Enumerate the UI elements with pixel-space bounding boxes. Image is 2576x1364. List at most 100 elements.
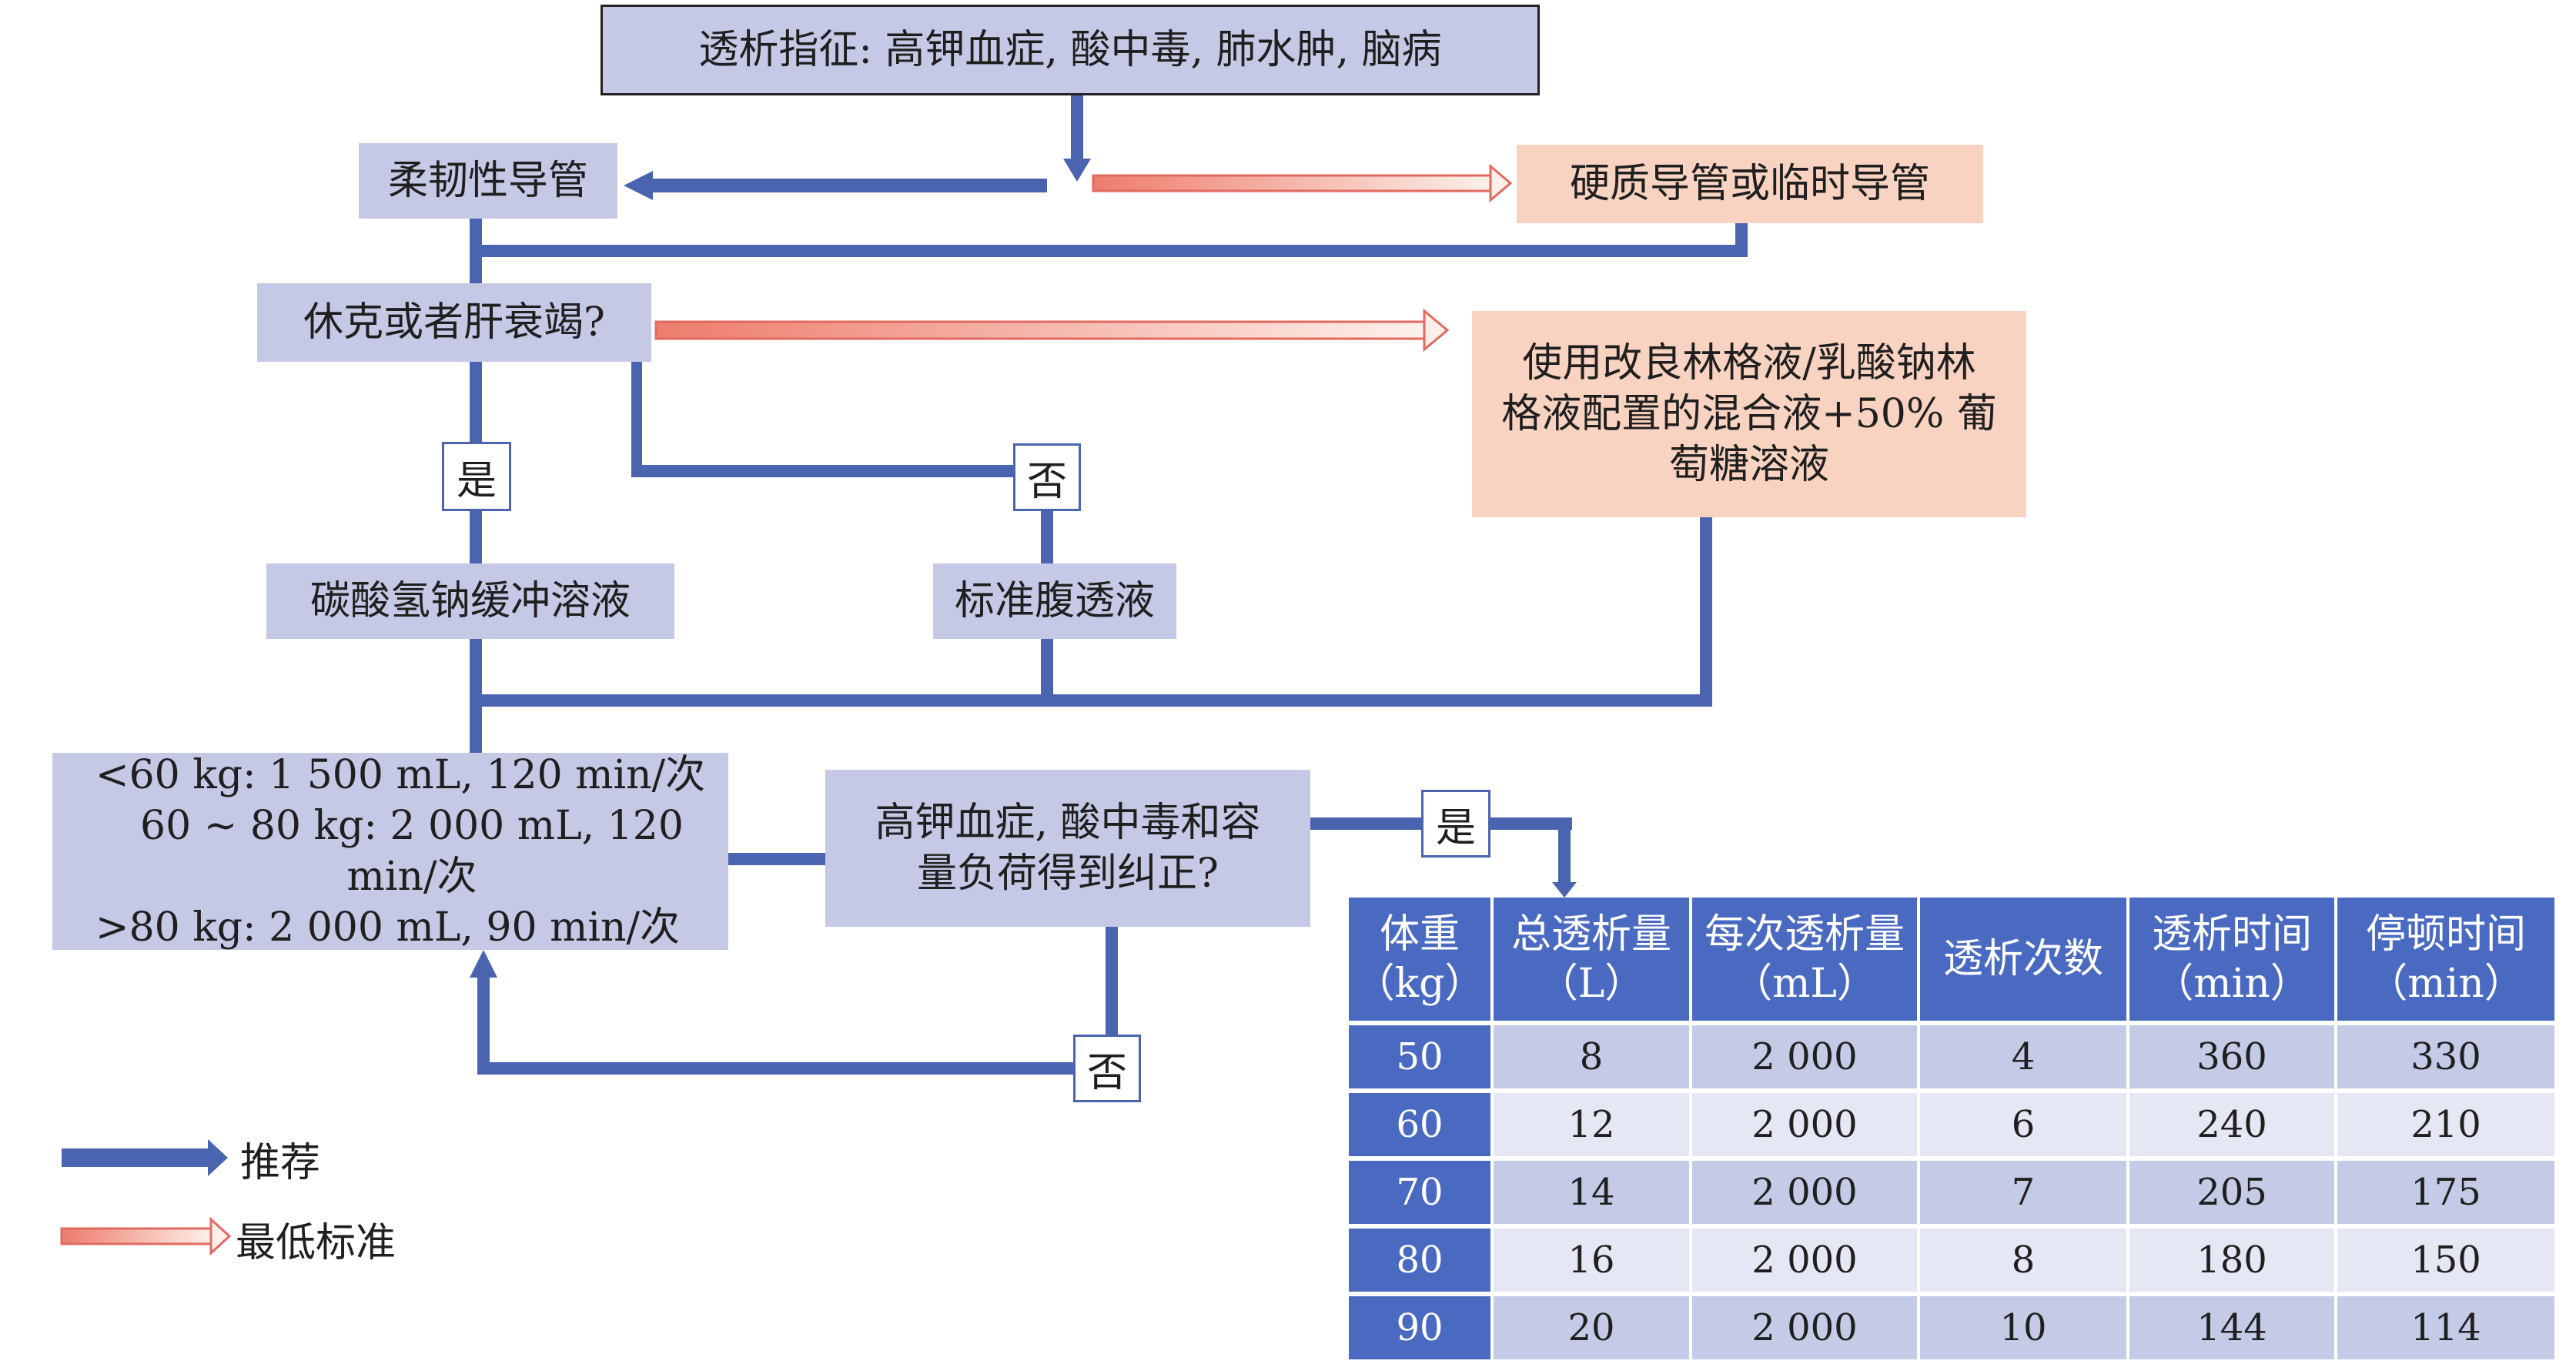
cell-dwell-time: 144 xyxy=(2128,1294,2337,1364)
catheter-merge-line xyxy=(470,245,1748,257)
dosing-question-line xyxy=(728,853,825,865)
shock-question-text: 休克或者肝衰竭? xyxy=(303,299,605,346)
corrected-no-label: 否 xyxy=(1073,1035,1141,1102)
dosing-line-1: <60 kg: 1 500 mL, 120 min/次 xyxy=(95,752,706,798)
rigid-catheter-box: 硬质导管或临时导管 xyxy=(1517,145,1983,223)
table-arrow-line xyxy=(1558,817,1571,888)
question-no-horizontal xyxy=(477,1062,1118,1075)
shock-yes-text: 是 xyxy=(456,457,497,504)
dialysis-table: 体重（kg） 总透析量（L） 每次透析量（mL） 透析次数 透析时间（min） … xyxy=(1349,898,2558,1364)
cell-volume-per-exchange: 2 000 xyxy=(1691,1023,1920,1093)
cell-volume-per-exchange: 2 000 xyxy=(1691,1158,1920,1229)
cell-pause-time: 330 xyxy=(2336,1023,2558,1093)
header-volume-per-exchange: 每次透析量（mL） xyxy=(1691,898,1920,1025)
header-pause-time: 停顿时间（min） xyxy=(2336,898,2558,1025)
merge-to-dosing-line xyxy=(470,694,482,757)
cell-exchanges: 8 xyxy=(1919,1226,2129,1296)
lactate-solution-line-1: 使用改良林格液/乳酸钠林 xyxy=(1522,340,1976,386)
cell-exchanges: 10 xyxy=(1919,1294,2129,1364)
legend-blue-arrowhead xyxy=(208,1139,228,1176)
cell-weight: 90 xyxy=(1349,1294,1494,1364)
rigid-gradient-arrow xyxy=(1092,174,1494,192)
dosing-box: <60 kg: 1 500 mL, 120 min/次 60 ~ 80 kg: … xyxy=(52,752,728,951)
corrected-yes-text: 是 xyxy=(1435,804,1476,851)
corrected-no-text: 否 xyxy=(1086,1049,1127,1096)
cell-weight: 50 xyxy=(1349,1023,1494,1093)
shock-no-text: 否 xyxy=(1026,458,1067,505)
corrected-question-line-2: 量负荷得到纠正? xyxy=(917,851,1219,897)
header-dwell-time: 透析时间（min） xyxy=(2128,898,2337,1025)
table-row: 60 12 2 000 6 240 210 xyxy=(1349,1091,2558,1161)
cell-total-volume: 20 xyxy=(1492,1294,1692,1364)
rigid-down-line xyxy=(1735,223,1748,254)
table-header-row: 体重（kg） 总透析量（L） 每次透析量（mL） 透析次数 透析时间（min） … xyxy=(1349,898,2558,1025)
cell-total-volume: 12 xyxy=(1492,1091,1692,1161)
flexible-catheter-box: 柔韧性导管 xyxy=(359,143,617,219)
loop-back-vertical xyxy=(477,971,490,1075)
cell-dwell-time: 180 xyxy=(2128,1226,2337,1296)
shock-yes-line xyxy=(470,362,482,700)
cell-total-volume: 8 xyxy=(1492,1023,1692,1093)
shock-no-horizontal xyxy=(631,465,1047,477)
shock-question-box: 休克或者肝衰竭? xyxy=(257,283,651,362)
cell-volume-per-exchange: 2 000 xyxy=(1691,1091,1920,1161)
lactate-down-line xyxy=(1700,517,1712,707)
legend-gradient-arrowhead xyxy=(209,1216,232,1256)
flexible-down-line xyxy=(470,219,482,283)
cell-dwell-time: 360 xyxy=(2128,1023,2337,1093)
indication-box: 透析指征: 高钾血症, 酸中毒, 肺水肿, 脑病 xyxy=(601,5,1540,95)
standard-pd-box: 标准腹透液 xyxy=(933,563,1176,639)
table-row: 80 16 2 000 8 180 150 xyxy=(1349,1226,2558,1296)
cell-pause-time: 210 xyxy=(2336,1091,2558,1161)
legend-minimum-standard: 最低标准 xyxy=(236,1220,396,1266)
corrected-question-box: 高钾血症, 酸中毒和容 量负荷得到纠正? xyxy=(825,770,1310,927)
legend-gradient-line xyxy=(60,1227,214,1245)
cell-pause-time: 175 xyxy=(2336,1158,2558,1229)
table-arrowhead xyxy=(1552,882,1577,898)
flexible-catheter-text: 柔韧性导管 xyxy=(387,158,588,204)
cell-pause-time: 150 xyxy=(2336,1226,2558,1296)
shock-yes-label: 是 xyxy=(442,442,511,511)
cell-weight: 70 xyxy=(1349,1158,1494,1229)
header-total-volume: 总透析量（L） xyxy=(1492,898,1692,1025)
legend-blue-line xyxy=(62,1148,211,1167)
standard-pd-text: 标准腹透液 xyxy=(954,578,1155,624)
cell-total-volume: 16 xyxy=(1492,1226,1692,1296)
indication-down-arrowhead xyxy=(1063,159,1091,182)
table-row: 50 8 2 000 4 360 330 xyxy=(1349,1023,2558,1093)
cell-dwell-time: 240 xyxy=(2128,1091,2337,1161)
indication-text: 透析指征: 高钾血症, 酸中毒, 肺水肿, 脑病 xyxy=(698,27,1442,73)
cell-exchanges: 6 xyxy=(1919,1091,2129,1161)
rigid-gradient-arrowhead xyxy=(1489,163,1513,203)
rigid-catheter-text: 硬质导管或临时导管 xyxy=(1569,161,1930,207)
shock-no-vertical xyxy=(631,362,642,477)
loop-back-arrowhead xyxy=(470,950,497,978)
header-exchanges: 透析次数 xyxy=(1919,898,2129,1025)
corrected-question-line-1: 高钾血症, 酸中毒和容 xyxy=(875,800,1261,846)
dosing-line-2: 60 ~ 80 kg: 2 000 mL, 120 min/次 xyxy=(140,803,684,900)
lactate-gradient-arrow xyxy=(654,320,1427,340)
solution-merge-line xyxy=(470,694,1712,707)
flexible-arrowhead xyxy=(624,171,653,200)
indication-down-line xyxy=(1071,95,1083,162)
lactate-solution-line-3: 萄糖溶液 xyxy=(1668,442,1829,488)
lactate-solution-box: 使用改良林格液/乳酸钠林 格液配置的混合液+50% 葡 萄糖溶液 xyxy=(1472,311,2026,517)
header-weight: 体重（kg） xyxy=(1349,898,1494,1025)
dosing-line-3: >80 kg: 2 000 mL, 90 min/次 xyxy=(95,904,681,951)
bicarbonate-box: 碳酸氢钠缓冲溶液 xyxy=(266,563,674,639)
cell-dwell-time: 205 xyxy=(2128,1158,2337,1229)
cell-weight: 80 xyxy=(1349,1226,1494,1296)
table-row: 90 20 2 000 10 144 114 xyxy=(1349,1294,2558,1364)
cell-weight: 60 xyxy=(1349,1091,1494,1161)
flexible-arrow-line xyxy=(647,179,1047,192)
cell-exchanges: 4 xyxy=(1919,1023,2129,1093)
cell-volume-per-exchange: 2 000 xyxy=(1691,1294,1920,1364)
corrected-yes-label: 是 xyxy=(1421,790,1490,858)
cell-exchanges: 7 xyxy=(1919,1158,2129,1229)
legend-recommended: 推荐 xyxy=(240,1140,321,1186)
lactate-solution-line-2: 格液配置的混合液+50% 葡 xyxy=(1501,391,1997,437)
bicarbonate-text: 碳酸氢钠缓冲溶液 xyxy=(309,578,631,624)
cell-volume-per-exchange: 2 000 xyxy=(1691,1226,1920,1296)
cell-pause-time: 114 xyxy=(2336,1294,2558,1364)
table-row: 70 14 2 000 7 205 175 xyxy=(1349,1158,2558,1229)
